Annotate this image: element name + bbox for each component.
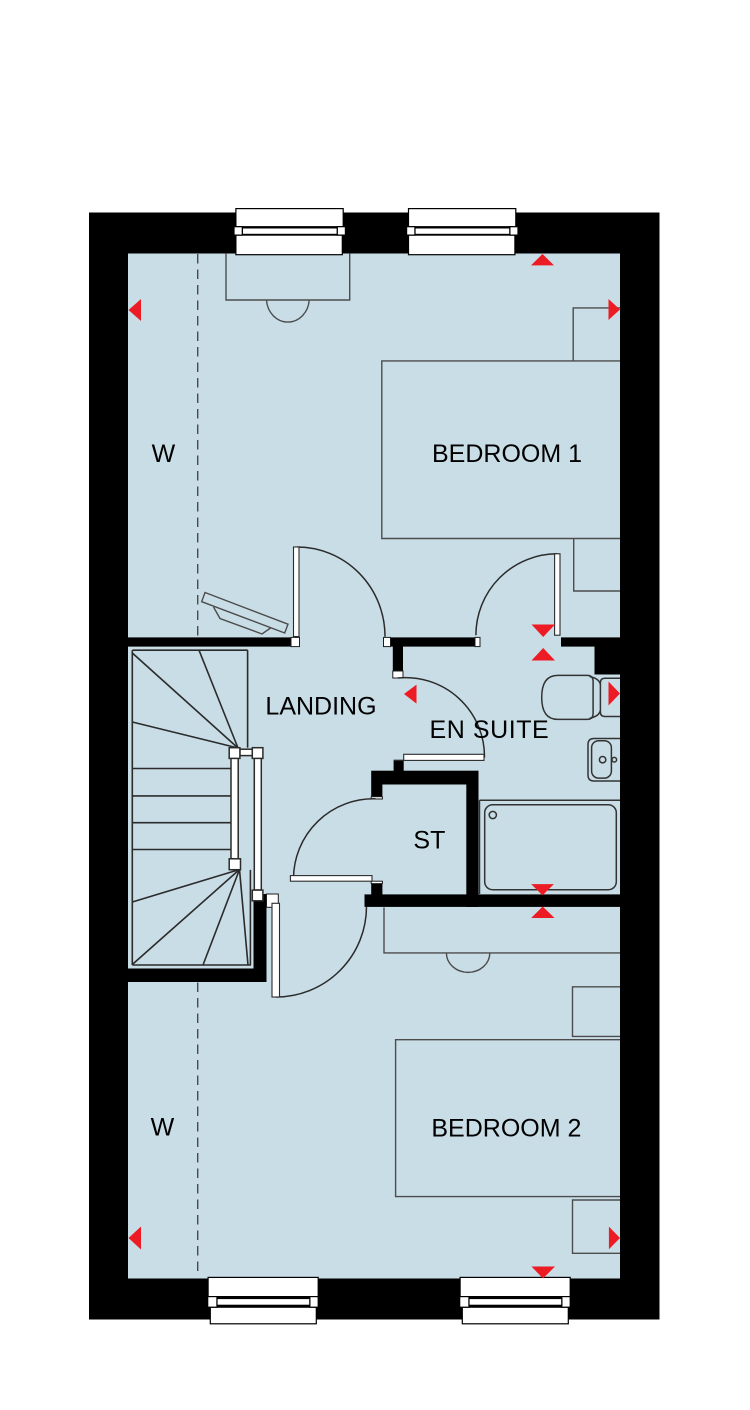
svg-text:ST: ST xyxy=(413,827,445,855)
svg-text:BEDROOM 2: BEDROOM 2 xyxy=(431,1115,581,1143)
svg-text:EN SUITE: EN SUITE xyxy=(430,716,550,744)
svg-text:W: W xyxy=(152,440,176,468)
svg-text:W: W xyxy=(151,1114,175,1142)
svg-text:LANDING: LANDING xyxy=(265,693,376,721)
svg-text:BEDROOM 1: BEDROOM 1 xyxy=(432,440,582,468)
